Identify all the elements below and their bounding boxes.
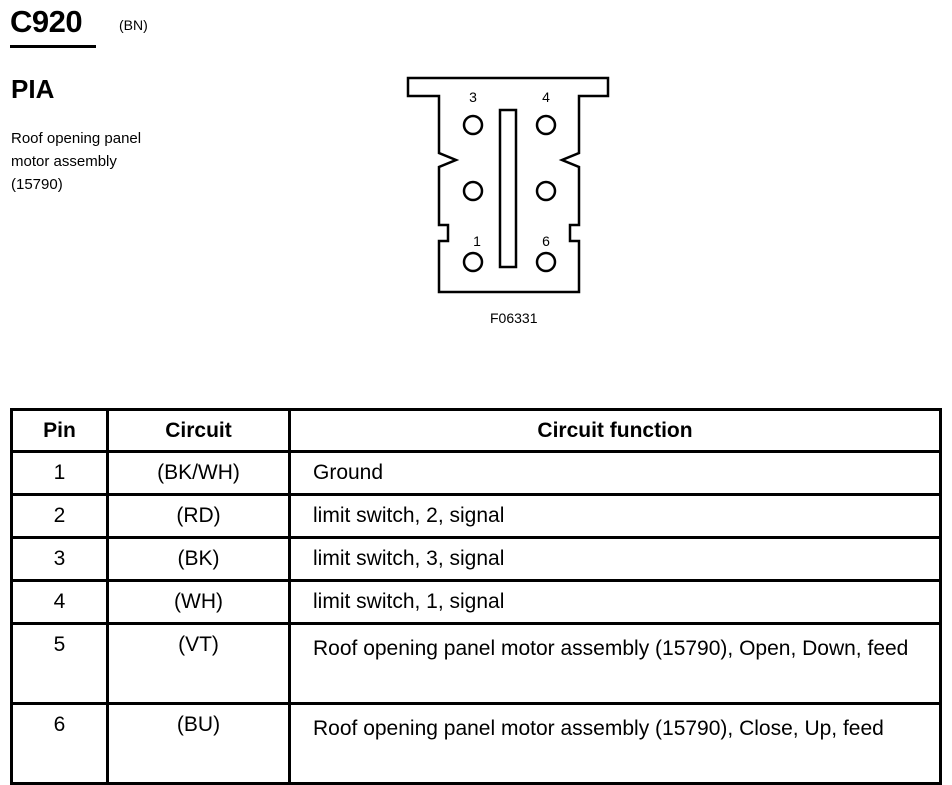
pin-label-1: 1 (473, 233, 481, 249)
pin-label-6: 6 (542, 233, 550, 249)
connector-face-diagram: 3 4 1 6 (406, 76, 610, 294)
circuit-cell: (RD) (106, 493, 291, 539)
header-circuit: Circuit (106, 408, 291, 453)
pin-cavity-6 (535, 251, 557, 273)
table-row: 2 (RD) limit switch, 2, signal (10, 493, 942, 539)
table-header-row: Pin Circuit Circuit function (10, 408, 942, 453)
pin-label-3: 3 (469, 89, 477, 105)
table-row: 6 (BU) Roof opening panel motor assembly… (10, 702, 942, 785)
pin-cavity-2 (462, 180, 484, 202)
connector-color: (BN) (119, 17, 148, 33)
figure-id: F06331 (490, 310, 538, 326)
circuit-cell: (VT) (106, 622, 291, 705)
pin-label-4: 4 (542, 89, 550, 105)
center-key-slot (498, 108, 518, 269)
circuit-cell: (BU) (106, 702, 291, 785)
circuit-cell: (BK/WH) (106, 450, 291, 496)
pin-cell: 2 (10, 493, 109, 539)
header-pin: Pin (10, 408, 109, 453)
connector-id-underline (10, 45, 96, 48)
pin-cell: 5 (10, 622, 109, 705)
table-row: 3 (BK) limit switch, 3, signal (10, 536, 942, 582)
function-cell: Roof opening panel motor assembly (15790… (288, 622, 942, 705)
function-cell: Roof opening panel motor assembly (15790… (288, 702, 942, 785)
table-row: 5 (VT) Roof opening panel motor assembly… (10, 622, 942, 705)
function-cell: limit switch, 1, signal (288, 579, 942, 625)
pin-cavity-1 (462, 251, 484, 273)
connector-id: C920 (10, 4, 83, 39)
pin-cell: 4 (10, 579, 109, 625)
circuit-cell: (WH) (106, 579, 291, 625)
component-description-line: Roof opening panel (11, 130, 142, 147)
header-circuit-function: Circuit function (288, 408, 942, 453)
pin-cell: 1 (10, 450, 109, 496)
pin-cell: 6 (10, 702, 109, 785)
function-cell: Ground (288, 450, 942, 496)
pin-cavity-4 (535, 114, 557, 136)
component-description-line: motor assembly (11, 153, 117, 170)
pin-cavity-3 (462, 114, 484, 136)
table-row: 4 (WH) limit switch, 1, signal (10, 579, 942, 625)
connector-housing-outline (406, 76, 610, 294)
circuit-cell: (BK) (106, 536, 291, 582)
function-cell: limit switch, 3, signal (288, 536, 942, 582)
pin-cell: 3 (10, 536, 109, 582)
table-row: 1 (BK/WH) Ground (10, 450, 942, 496)
component-description-line: (15790) (11, 176, 63, 193)
component-description: Roof opening panel motor assembly (15790… (11, 127, 211, 196)
pin-cavity-5 (535, 180, 557, 202)
pin-table: Pin Circuit Circuit function 1 (BK/WH) G… (10, 408, 942, 785)
system-code: PIA (11, 74, 55, 104)
function-cell: limit switch, 2, signal (288, 493, 942, 539)
